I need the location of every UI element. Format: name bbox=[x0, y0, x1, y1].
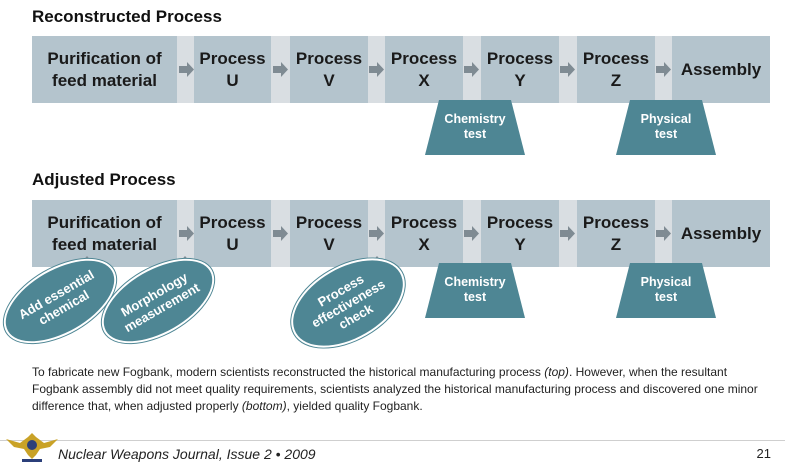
adjusted-process-title: Adjusted Process bbox=[32, 170, 176, 189]
reconstructed-process-row: Purification of feed material Process U … bbox=[32, 36, 770, 103]
trapezoid-shape bbox=[425, 100, 525, 155]
flow-arrow-icon bbox=[464, 62, 479, 77]
flow-arrow-icon bbox=[560, 62, 575, 77]
journal-name: Nuclear Weapons Journal, Issue 2 • 2009 bbox=[58, 446, 316, 462]
physical-test-bottom: Physical test bbox=[616, 263, 716, 318]
step-process-v: Process V bbox=[290, 36, 368, 103]
flow-arrow-icon bbox=[560, 226, 575, 241]
step-process-u: Process U bbox=[194, 36, 271, 103]
flow-arrow-icon bbox=[179, 226, 194, 241]
step-assembly: Assembly bbox=[672, 200, 770, 267]
step-process-u: Process U bbox=[194, 200, 271, 267]
adjusted-process-row: Purification of feed material Process U … bbox=[32, 200, 770, 267]
reconstructed-process-title: Reconstructed Process bbox=[32, 7, 222, 26]
flow-arrow-icon bbox=[369, 62, 384, 77]
footer-divider bbox=[0, 440, 785, 441]
flow-arrow-icon bbox=[656, 62, 671, 77]
step-process-z: Process Z bbox=[577, 200, 655, 267]
step-process-y: Process Y bbox=[481, 36, 559, 103]
flow-arrow-icon bbox=[273, 62, 288, 77]
trapezoid-shape bbox=[616, 100, 716, 155]
trapezoid-shape bbox=[616, 263, 716, 318]
page-number: 21 bbox=[756, 446, 771, 461]
flow-arrow-icon bbox=[464, 226, 479, 241]
step-process-x: Process X bbox=[385, 200, 463, 267]
step-purification: Purification of feed material bbox=[32, 36, 177, 103]
step-process-x: Process X bbox=[385, 36, 463, 103]
step-assembly: Assembly bbox=[672, 36, 770, 103]
chemistry-test-top: Chemistry test bbox=[425, 100, 525, 155]
step-process-v: Process V bbox=[290, 200, 368, 267]
flow-arrow-icon bbox=[273, 226, 288, 241]
chemistry-test-bottom: Chemistry test bbox=[425, 263, 525, 318]
flow-arrow-icon bbox=[369, 226, 384, 241]
flow-arrow-icon bbox=[179, 62, 194, 77]
step-purification: Purification of feed material bbox=[32, 200, 177, 267]
trapezoid-shape bbox=[425, 263, 525, 318]
eagle-logo-icon bbox=[6, 433, 58, 462]
physical-test-top: Physical test bbox=[616, 100, 716, 155]
step-process-y: Process Y bbox=[481, 200, 559, 267]
step-process-z: Process Z bbox=[577, 36, 655, 103]
flow-arrow-icon bbox=[656, 226, 671, 241]
figure-caption: To fabricate new Fogbank, modern scienti… bbox=[32, 365, 758, 413]
